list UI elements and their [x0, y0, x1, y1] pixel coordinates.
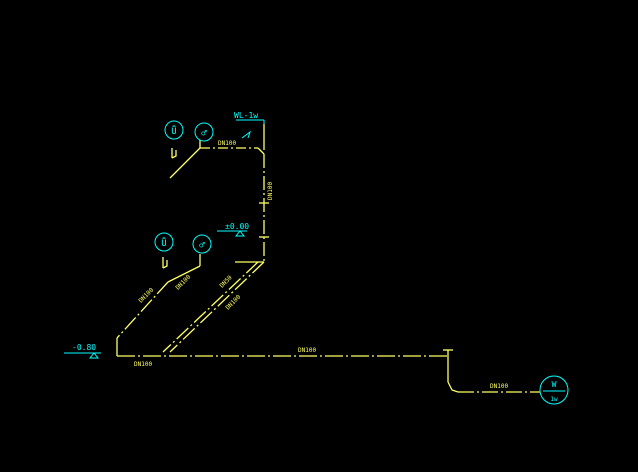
- level-ground-label: ±0.00: [225, 222, 249, 231]
- level-low-marker: [88, 352, 100, 359]
- upper-branch: [169, 124, 265, 179]
- well-label-top: W: [552, 380, 557, 389]
- upper-toilet-symbol: [164, 120, 184, 140]
- pipe-label-top-branch: DN100: [218, 140, 236, 147]
- level-low-label: -0.80: [72, 343, 96, 352]
- lower-diagonal-right-a: [162, 261, 259, 353]
- lower-drain-symbol: [192, 234, 212, 254]
- lower-branch: [116, 254, 265, 356]
- riser-tag-label: WL-1w: [234, 111, 258, 120]
- lower-toilet-glyph: Ǖ: [161, 237, 166, 249]
- lower-drain-glyph: ♂: [199, 241, 205, 251]
- upper-toilet-trap: [171, 150, 177, 159]
- lower-diagonal-left: [116, 281, 169, 339]
- lower-diagonal-right-b: [169, 261, 265, 353]
- well-symbol: [539, 375, 569, 405]
- pipe-label-riser: DN100: [267, 182, 274, 200]
- lower-toilet-trap: [162, 260, 168, 269]
- pipe-label-bottom-left: DN100: [134, 361, 152, 368]
- pipe-label-lower-left: DN100: [137, 286, 155, 304]
- main-collector: [117, 349, 540, 393]
- vent-cap-symbol: [241, 130, 251, 139]
- upper-connector: [257, 147, 265, 155]
- lower-short-horizontal: [167, 265, 201, 283]
- upper-diagonal-pipe: [169, 147, 201, 179]
- upper-drain-symbol: [194, 122, 214, 142]
- level-ground-marker: [234, 230, 246, 237]
- well-label-bottom: 1w: [550, 396, 558, 403]
- upper-drain-glyph: ♂: [201, 129, 207, 139]
- main-riser: [259, 154, 269, 262]
- pipe-label-outlet: DN100: [490, 383, 508, 390]
- annotations: [64, 119, 569, 405]
- lower-toilet-symbol: [154, 232, 174, 252]
- collector-bend: [447, 381, 459, 393]
- upper-toilet-glyph: Ǖ: [171, 125, 176, 137]
- pipe-label-lower-right: DN100: [224, 293, 242, 311]
- pipe-label-main: DN100: [298, 347, 316, 354]
- pipe-label-lower-left-2: DN100: [174, 273, 192, 291]
